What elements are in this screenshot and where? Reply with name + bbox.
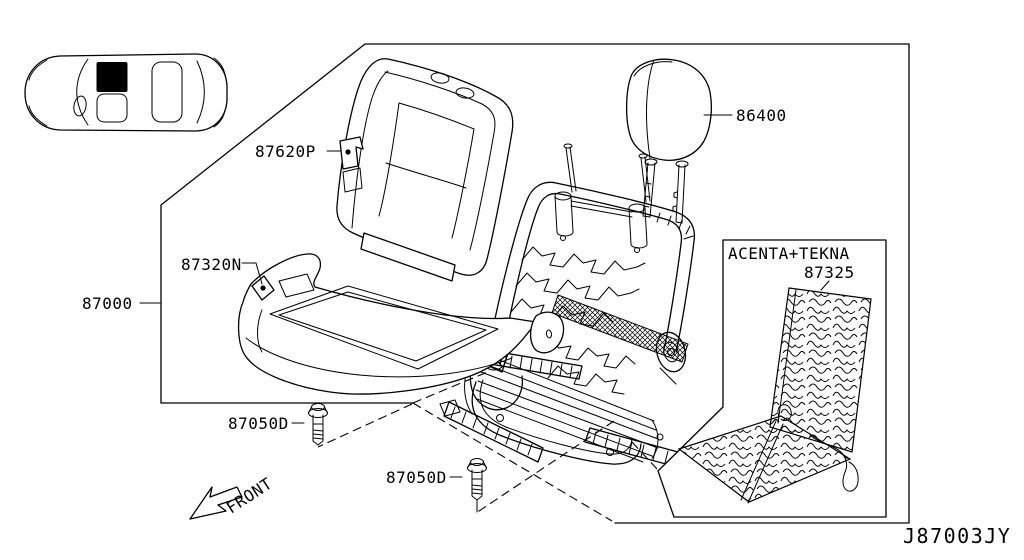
label-seat-assembly[interactable]: 87000	[82, 294, 133, 313]
highlighted-seat-position	[96, 62, 128, 92]
car-body-outline	[24, 53, 228, 132]
label-back-trim-pad[interactable]: 87620P	[255, 142, 316, 161]
label-trim-level: ACENTA+TEKNA	[728, 244, 850, 263]
label-mounting-bolt-2[interactable]: 87050D	[386, 468, 447, 487]
mounting-bolt-1	[308, 403, 328, 446]
front-arrow-outline	[189, 486, 243, 520]
mirror-shape	[73, 95, 87, 117]
cushion-heater-mat	[677, 404, 852, 504]
back-bottom-flap	[360, 232, 456, 282]
car-location-inset	[24, 53, 228, 132]
lumbar-band	[551, 294, 689, 363]
front-label: FRONT	[223, 474, 276, 518]
heater-wire	[809, 434, 859, 492]
label-headrest[interactable]: 86400	[736, 106, 787, 125]
leader-87320n	[241, 262, 263, 285]
trim-level-box	[657, 239, 887, 518]
seatback-heater-mat	[769, 287, 872, 453]
car-rear-corner-lines	[213, 57, 226, 128]
guide-line-heater-box	[631, 441, 658, 470]
seat-back-outline	[336, 58, 514, 276]
cushion-tag-dot	[260, 285, 266, 291]
seat-cushion-outline	[237, 253, 537, 395]
seat-back-trim	[336, 58, 514, 282]
windshield-line	[76, 58, 89, 126]
headrest	[625, 58, 712, 224]
cushion-label-tag	[251, 273, 315, 301]
mounting-bolt-2	[467, 458, 487, 513]
seat-cushion-trim	[237, 253, 565, 395]
assembly-boundary	[160, 43, 910, 524]
car-front-corner-lines	[28, 59, 48, 127]
label-cushion-trim-pad[interactable]: 87320N	[181, 255, 242, 274]
passenger-seat-position	[96, 93, 128, 123]
headrest-outline	[625, 58, 712, 161]
leader-87325	[820, 280, 830, 291]
leader-lines	[139, 114, 830, 478]
diagram-code: J87003JY	[903, 524, 1011, 548]
headrest-hole-2	[455, 87, 475, 99]
guide-line-lower-right	[412, 402, 613, 522]
back-trim-tag-dot	[345, 149, 351, 155]
cushion-corner-flap	[529, 311, 565, 354]
label-heater-unit[interactable]: 87325	[804, 263, 855, 282]
assembly-guide-lines	[317, 370, 658, 522]
front-direction-arrow: FRONT	[189, 474, 276, 520]
headrest-stalks	[642, 158, 689, 224]
guide-line-bolt1	[317, 403, 413, 448]
label-mounting-bolt-1[interactable]: 87050D	[228, 414, 289, 433]
rear-window-line	[196, 60, 205, 124]
headrest-hole-1	[430, 72, 450, 84]
airbag-label-tag	[339, 136, 364, 193]
rear-seat-position	[151, 61, 183, 123]
